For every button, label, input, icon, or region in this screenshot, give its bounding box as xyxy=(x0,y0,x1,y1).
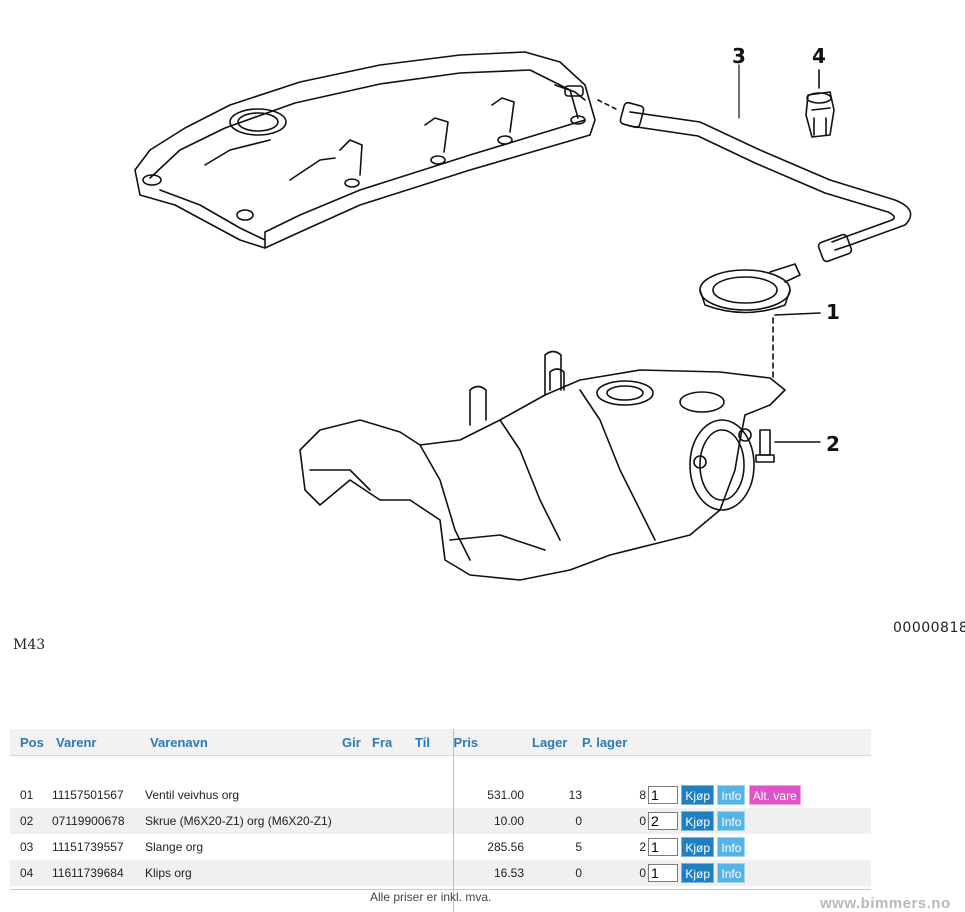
cell-pris: 16.53 xyxy=(453,860,532,886)
cell-varenr: 07119900678 xyxy=(47,808,145,834)
col-gir-header: Gir xyxy=(342,729,372,756)
table-row: 02 07119900678 Skrue (M6X20-Z1) org (M6X… xyxy=(10,808,871,834)
cell-plager: 2 xyxy=(639,840,646,854)
cell-varenr: 11611739684 xyxy=(47,860,145,886)
cell-actions: Kjøp Info Alt. vare xyxy=(646,782,871,808)
hose-drawing xyxy=(597,99,912,263)
buy-button[interactable]: Kjøp xyxy=(681,811,715,831)
callout-1: 1 xyxy=(826,300,840,324)
cell-pris: 10.00 xyxy=(453,808,532,834)
screw-drawing xyxy=(755,429,821,463)
info-button[interactable]: Info xyxy=(717,785,746,805)
price-note: Alle priser er inkl. mva. xyxy=(370,890,492,904)
quantity-input[interactable] xyxy=(648,812,678,830)
cell-varenavn: Skrue (M6X20-Z1) org (M6X20-Z1) xyxy=(145,808,342,834)
col-actions-header xyxy=(646,729,871,756)
cell-varenavn: Slange org xyxy=(145,840,204,854)
col-varenr-header: Varenr xyxy=(47,729,145,756)
col-lager-header: Lager xyxy=(532,729,582,756)
cell-lager: 5 xyxy=(575,840,582,854)
cell-pos: 01 xyxy=(20,788,34,802)
cell-lager: 0 xyxy=(532,808,582,834)
col-pos-header: Pos xyxy=(10,729,47,756)
parts-diagram xyxy=(134,51,912,581)
col-fra-header: Fra xyxy=(372,729,415,756)
valve-cover-drawing xyxy=(134,51,596,249)
quantity-input[interactable] xyxy=(648,864,678,882)
cell-varenavn: Klips org xyxy=(145,860,342,886)
site-watermark: www.bimmers.no xyxy=(820,895,951,912)
col-plager-header: P. lager xyxy=(582,729,646,756)
diagram-id: 00000818 xyxy=(893,620,965,636)
info-button[interactable]: Info xyxy=(717,811,746,831)
col-til-header: Til xyxy=(415,729,454,756)
cell-varenavn: Ventil veivhus org xyxy=(145,788,240,802)
clip-drawing xyxy=(805,69,835,138)
cell-varenr: 11151739557 xyxy=(52,840,124,854)
parts-table: Pos Varenr Varenavn Gir Fra Til Pris Lag… xyxy=(10,729,871,912)
cell-pos: 03 xyxy=(20,840,34,854)
cell-pris: 531.00 xyxy=(487,788,524,802)
buy-button[interactable]: Kjøp xyxy=(681,837,715,857)
cell-lager: 0 xyxy=(532,860,582,886)
model-label: M43 xyxy=(13,637,46,653)
cell-plager: 0 xyxy=(582,808,646,834)
buy-button[interactable]: Kjøp xyxy=(681,863,715,883)
table-row: 04 11611739684 Klips org 16.53 0 0 Kjøp … xyxy=(10,860,871,886)
cell-plager: 0 xyxy=(582,860,646,886)
col-varenavn-header: Varenavn xyxy=(145,729,342,756)
alt-item-button[interactable]: Alt. vare xyxy=(748,785,801,805)
info-button[interactable]: Info xyxy=(717,837,746,857)
cell-pris: 285.56 xyxy=(487,840,524,854)
intake-manifold-drawing xyxy=(299,350,786,581)
cell-actions: Kjøp Info xyxy=(646,834,871,860)
cell-lager: 13 xyxy=(568,788,582,802)
buy-button[interactable]: Kjøp xyxy=(681,785,715,805)
cell-plager: 8 xyxy=(639,788,646,802)
quantity-input[interactable] xyxy=(648,786,678,804)
col-pris-header: Pris xyxy=(453,729,532,756)
cell-varenr: 11157501567 xyxy=(52,788,124,802)
footer-divider xyxy=(10,889,871,890)
cell-pos: 04 xyxy=(10,860,47,886)
cell-actions: Kjøp Info xyxy=(646,808,871,834)
cell-actions: Kjøp Info xyxy=(646,860,871,886)
callout-3: 3 xyxy=(732,44,746,68)
cell-pos: 02 xyxy=(10,808,47,834)
info-button[interactable]: Info xyxy=(717,863,746,883)
table-header-row: Pos Varenr Varenavn Gir Fra Til Pris Lag… xyxy=(10,729,871,756)
callout-2: 2 xyxy=(826,432,840,456)
table-row: 03 11151739557 Slange org 285.56 5 2 Kjø… xyxy=(10,834,871,860)
quantity-input[interactable] xyxy=(648,838,678,856)
valve-housing-drawing xyxy=(699,263,821,381)
table-row: 01 11157501567 Ventil veivhus org 531.00… xyxy=(10,782,871,808)
callout-4: 4 xyxy=(812,44,826,68)
